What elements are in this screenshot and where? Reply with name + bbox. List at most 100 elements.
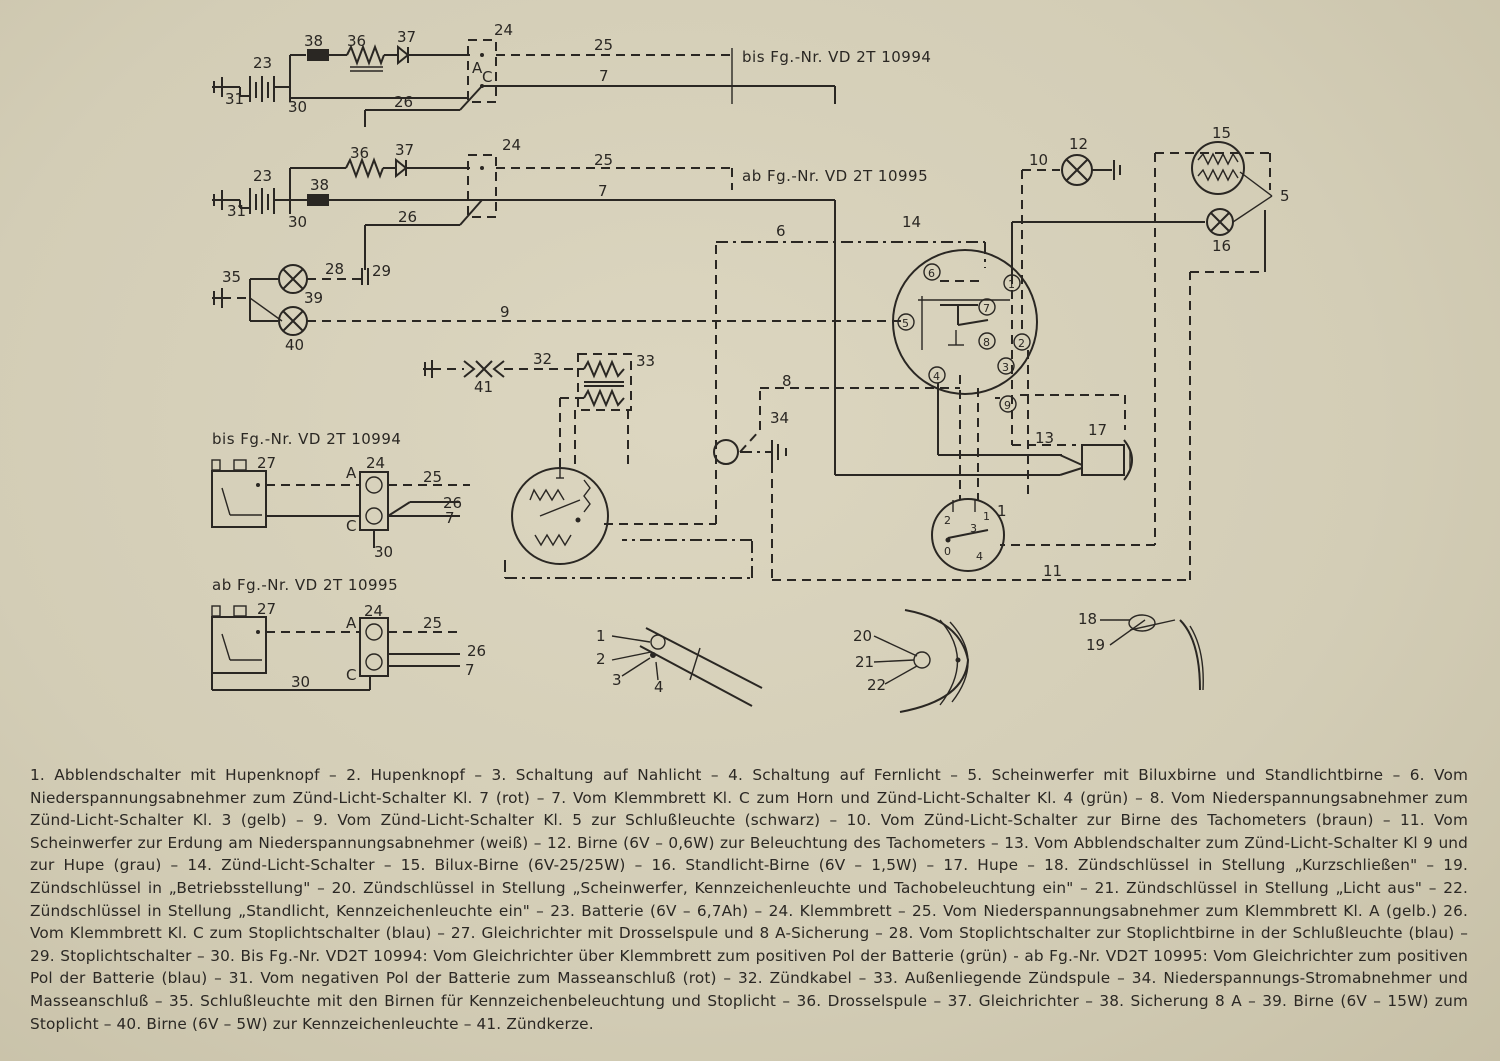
label-25d: 25 <box>423 614 442 632</box>
label-36b: 36 <box>350 144 369 162</box>
pin-4: 4 <box>933 370 940 383</box>
pin-7: 7 <box>983 302 990 315</box>
label-26c: 26 <box>443 494 462 512</box>
circuit-top-bis <box>212 39 836 127</box>
ignition-light-switch-14 <box>892 249 1038 413</box>
label-5: 5 <box>1280 187 1290 205</box>
label-14: 14 <box>902 213 921 231</box>
label-25a: 25 <box>594 36 613 54</box>
label-26d: 26 <box>467 642 486 660</box>
label-3-handlebar: 3 <box>612 671 622 689</box>
label-9: 9 <box>500 303 510 321</box>
pin-a-top: A <box>472 59 483 77</box>
label-37b: 37 <box>395 141 414 159</box>
circuit-top-ab <box>212 154 1060 476</box>
label-38a: 38 <box>304 32 323 50</box>
label-31b: 31 <box>227 202 246 220</box>
wiring-diagram: 38 36 37 24 25 7 26 23 31 30 A C bis Fg.… <box>211 21 1290 713</box>
label-21: 21 <box>855 653 874 671</box>
dimmer-pin-4: 4 <box>976 550 983 563</box>
label-23b: 23 <box>253 167 272 185</box>
label-30d: 30 <box>291 673 310 691</box>
horn-17 <box>1059 439 1133 481</box>
label-17: 17 <box>1088 421 1107 439</box>
label-11: 11 <box>1043 562 1062 580</box>
dimmer-pin-0: 0 <box>944 545 951 558</box>
label-24c: 24 <box>366 454 385 472</box>
pin-2: 2 <box>1018 337 1025 350</box>
label-31a: 31 <box>225 90 244 108</box>
label-27a: 27 <box>257 454 276 472</box>
label-16: 16 <box>1212 237 1231 255</box>
label-35: 35 <box>222 268 241 286</box>
label-7d: 7 <box>465 661 475 679</box>
label-26a: 26 <box>394 93 413 111</box>
pin-8: 8 <box>983 336 990 349</box>
label-38b: 38 <box>310 176 329 194</box>
pin-1: 1 <box>1008 278 1015 291</box>
label-2-handlebar: 2 <box>596 650 606 668</box>
label-1-dimmer: 1 <box>997 502 1007 520</box>
caption-top-ab: ab Fg.-Nr. VD 2T 10995 <box>742 167 928 185</box>
label-24d: 24 <box>364 602 383 620</box>
handlebar-dimmer-switch <box>611 627 763 707</box>
label-4-handlebar: 4 <box>654 678 664 696</box>
label-20: 20 <box>853 627 872 645</box>
label-25c: 25 <box>423 468 442 486</box>
pin-a-bis: A <box>346 464 357 482</box>
label-13: 13 <box>1035 429 1054 447</box>
label-27b: 27 <box>257 600 276 618</box>
generator-magneto <box>504 242 753 579</box>
headlamp-5 <box>1000 141 1273 546</box>
label-24b: 24 <box>502 136 521 154</box>
headlamp-key-18-19 <box>1100 614 1204 691</box>
label-33: 33 <box>636 352 655 370</box>
label-6: 6 <box>776 222 786 240</box>
label-30c: 30 <box>374 543 393 561</box>
pin-3: 3 <box>1002 361 1009 374</box>
detail-rectifier-bis <box>211 459 470 548</box>
label-15: 15 <box>1212 124 1231 142</box>
label-8: 8 <box>782 372 792 390</box>
label-30a: 30 <box>288 98 307 116</box>
dimmer-pin-1: 1 <box>983 510 990 523</box>
dimmer-pin-3: 3 <box>970 522 977 535</box>
label-28: 28 <box>325 260 344 278</box>
pin-c-top: C <box>482 68 492 86</box>
label-25b: 25 <box>594 151 613 169</box>
ignition-coil-33 <box>423 353 632 470</box>
caption-top-bis: bis Fg.-Nr. VD 2T 10994 <box>742 48 931 66</box>
pin-5: 5 <box>902 317 909 330</box>
tacho-lamp-12 <box>1061 154 1121 186</box>
pin-c-bis: C <box>346 517 356 535</box>
label-23a: 23 <box>253 54 272 72</box>
label-39: 39 <box>304 289 323 307</box>
label-7a: 7 <box>599 67 609 85</box>
caption-detail-ab: ab Fg.-Nr. VD 2T 10995 <box>212 576 398 594</box>
label-34: 34 <box>770 409 789 427</box>
detail-rectifier-ab <box>211 605 460 691</box>
wires-6-8-34 <box>713 241 1265 581</box>
label-36a: 36 <box>347 32 366 50</box>
label-22: 22 <box>867 676 886 694</box>
dimmer-pin-2: 2 <box>944 514 951 527</box>
tail-light-35 <box>212 264 905 336</box>
pin-9: 9 <box>1004 399 1011 412</box>
label-24a: 24 <box>494 21 513 39</box>
headlamp-key-positions <box>873 609 970 713</box>
dimmer-switch-1 <box>931 498 1005 572</box>
pin-c-ab: C <box>346 666 356 684</box>
label-18: 18 <box>1078 610 1097 628</box>
label-1-handlebar: 1 <box>596 627 606 645</box>
label-10: 10 <box>1029 151 1048 169</box>
label-32: 32 <box>533 350 552 368</box>
switch-wiring <box>937 169 1205 500</box>
label-26b: 26 <box>398 208 417 226</box>
label-19: 19 <box>1086 636 1105 654</box>
caption-detail-bis: bis Fg.-Nr. VD 2T 10994 <box>212 430 401 448</box>
label-37a: 37 <box>397 28 416 46</box>
label-29: 29 <box>372 262 391 280</box>
pin-a-ab: A <box>346 614 357 632</box>
label-7c: 7 <box>445 509 455 527</box>
